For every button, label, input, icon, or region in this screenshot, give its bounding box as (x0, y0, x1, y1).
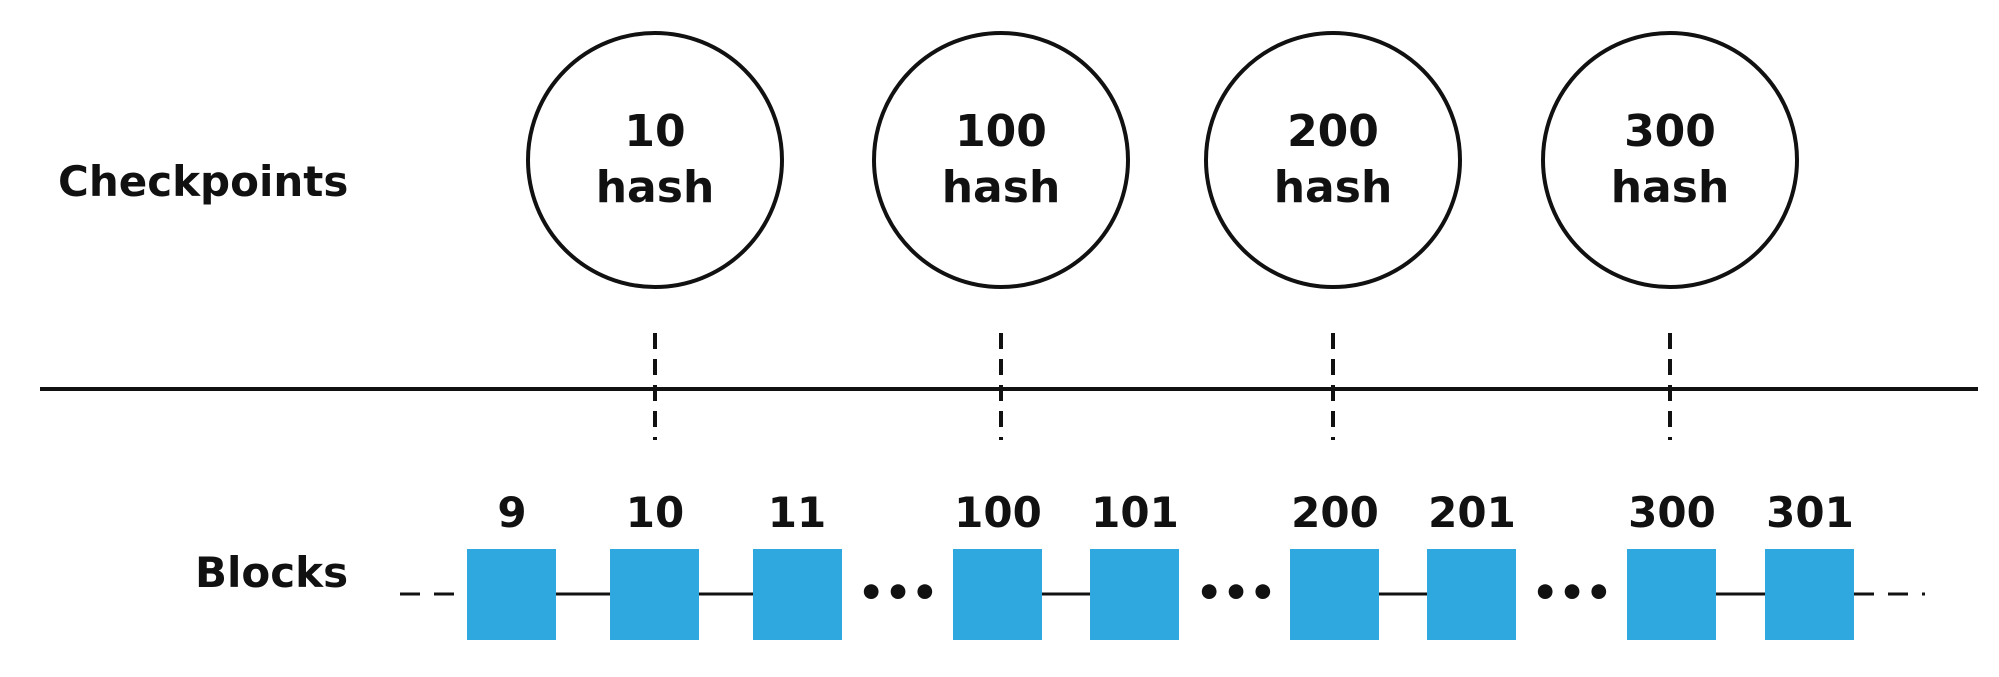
block-number: 10 (626, 488, 684, 537)
checkpoint-hash-label: hash (1274, 162, 1393, 213)
block-square (753, 549, 842, 640)
checkpoint-number: 300 (1624, 106, 1716, 157)
block-number: 200 (1291, 488, 1379, 537)
block-300: 300 (1627, 488, 1716, 640)
block-square (1765, 549, 1854, 640)
block-100: 100 (953, 488, 1042, 640)
checkpoint-100: 100 hash (872, 31, 1130, 440)
checkpoint-hash-label: hash (1611, 162, 1730, 213)
block-200: 200 (1290, 488, 1379, 640)
block-101: 101 (1090, 488, 1179, 640)
block-201: 201 (1427, 488, 1516, 640)
block-number: 100 (954, 488, 1042, 537)
checkpoint-hash-label: hash (596, 162, 715, 213)
checkpoint-circle (872, 31, 1130, 289)
checkpoint-number: 100 (955, 106, 1047, 157)
chain-ellipsis: ••• (1196, 568, 1277, 617)
block-square (1090, 549, 1179, 640)
block-number: 9 (497, 488, 526, 537)
block-number: 11 (768, 488, 826, 537)
checkpoint-number: 200 (1287, 106, 1379, 157)
block-number: 300 (1628, 488, 1716, 537)
block-301: 301 (1765, 488, 1854, 640)
chain-ellipsis: ••• (858, 568, 939, 617)
block-number: 301 (1766, 488, 1854, 537)
block-11: 11 (753, 488, 842, 640)
checkpoint-200: 200 hash (1204, 31, 1462, 440)
block-10: 10 (610, 488, 699, 640)
checkpoints-row-label: Checkpoints (58, 157, 348, 206)
checkpoint-circle (1541, 31, 1799, 289)
blocks-row-label: Blocks (195, 548, 348, 597)
checkpoint-circle (1204, 31, 1462, 289)
block-number: 101 (1091, 488, 1179, 537)
block-square (1427, 549, 1516, 640)
checkpoint-10: 10 hash (526, 31, 784, 440)
chain-ellipsis: ••• (1532, 568, 1613, 617)
block-square (1627, 549, 1716, 640)
checkpoint-number: 10 (624, 106, 685, 157)
checkpoint-circle (526, 31, 784, 289)
block-square (953, 549, 1042, 640)
checkpoint-300: 300 hash (1541, 31, 1799, 440)
checkpoint-hash-label: hash (942, 162, 1061, 213)
block-square (610, 549, 699, 640)
block-square (1290, 549, 1379, 640)
block-9: 9 (467, 488, 556, 640)
block-square (467, 549, 556, 640)
block-number: 201 (1428, 488, 1516, 537)
